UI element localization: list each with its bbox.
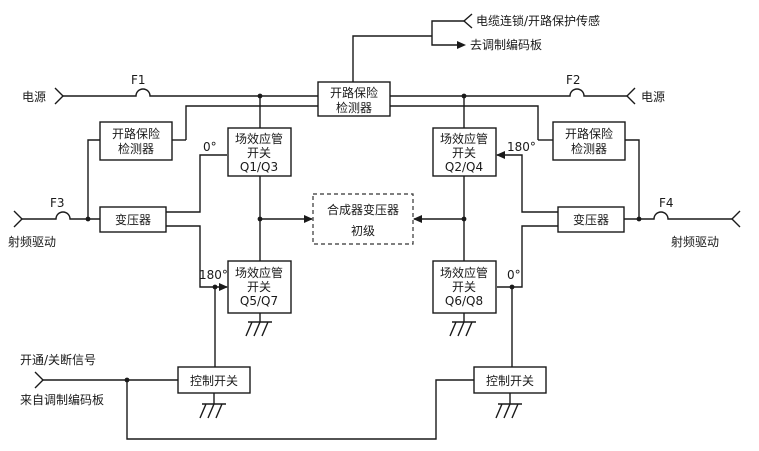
wire-rf-right (624, 211, 732, 220)
wire-detector-left-link (185, 105, 318, 140)
label-on-off-signal: 开通/关断信号 (20, 352, 96, 367)
transformer-left-label: 变压器 (115, 212, 151, 227)
arrow-to-modulator (457, 41, 466, 49)
control-switch-left: 控制开关 (177, 366, 251, 394)
open-detector-center-line2: 检测器 (336, 100, 372, 115)
combiner-line1: 合成器变压器 (327, 202, 399, 217)
wire-xfmr-right-top (497, 154, 558, 213)
combiner-line2: 初级 (351, 224, 375, 238)
open-detector-center-line1: 开路保险 (330, 85, 378, 100)
fet-q2q4-line2: 开关 (452, 146, 476, 160)
fet-q6q8-line2: 开关 (452, 280, 476, 294)
connector-onoff (34, 371, 44, 389)
fet-q2q4-line1: 场效应管 (440, 131, 488, 146)
fet-q1q3-line3: Q1/Q3 (240, 160, 278, 174)
label-phase-0-right: 0° (507, 268, 521, 282)
open-detector-center: 开路保险 检测器 (317, 81, 391, 117)
fet-q2q4-line3: Q2/Q4 (445, 160, 483, 174)
open-detector-left-line1: 开路保险 (112, 126, 160, 141)
arrow-into-combiner-right (413, 215, 422, 223)
connector-power-left (54, 87, 64, 105)
label-phase-0-left: 0° (203, 140, 217, 154)
wire-rf-left (22, 211, 100, 220)
control-switch-left-label: 控制开关 (190, 374, 238, 388)
label-fuse-f1: F1 (131, 73, 146, 87)
junction-ctrl-right (509, 284, 515, 290)
label-rf-drive-right: 射频驱动 (671, 234, 719, 249)
arrow-into-combiner-left (304, 215, 313, 223)
fet-switch-q5q7: 场效应管 开关 Q5/Q7 (227, 260, 292, 314)
wire-detector-right-link (390, 105, 539, 140)
label-fuse-f3: F3 (50, 196, 65, 210)
fet-q6q8-line1: 场效应管 (440, 265, 488, 280)
junction-rf-left (85, 216, 91, 222)
wire-xfmr-left-top (166, 154, 227, 213)
wire-onoff-loop (126, 379, 474, 440)
wire-rf-left-up (87, 139, 100, 219)
wire-power-right (390, 88, 628, 97)
label-rf-drive-left: 射频驱动 (8, 234, 56, 249)
wire-rf-right-up (624, 139, 640, 219)
fet-q1q3-line2: 开关 (247, 146, 271, 160)
label-power-left: 电源 (22, 90, 46, 104)
wire-xfmr-right-bottom (497, 225, 558, 288)
fet-switch-q2q4: 场效应管 开关 Q2/Q4 (432, 127, 497, 177)
transformer-right-label: 变压器 (573, 212, 609, 227)
combiner-transformer: 合成器变压器 初级 (312, 193, 414, 245)
control-switch-right-label: 控制开关 (486, 374, 534, 388)
open-detector-right: 开路保险 检测器 (552, 121, 626, 161)
ground-symbol-q5q7 (245, 321, 272, 337)
label-fuse-f4: F4 (659, 196, 674, 210)
fet-q1q3-line1: 场效应管 (235, 131, 283, 146)
connector-rf-right (731, 210, 741, 228)
open-detector-right-line2: 检测器 (571, 141, 607, 156)
fet-q5q7-line1: 场效应管 (235, 265, 283, 280)
connector-sensor-top (462, 13, 473, 29)
wire-power-left (62, 88, 318, 97)
transformer-right: 变压器 (557, 206, 625, 233)
junction-combiner-left (257, 216, 263, 222)
fet-q6q8-line3: Q6/Q8 (445, 294, 483, 308)
connector-power-right (626, 87, 636, 105)
wire-sensor (352, 35, 432, 82)
open-detector-right-line1: 开路保险 (565, 126, 613, 141)
label-cable-interlock: 电缆连锁/开路保护传感 (476, 13, 600, 28)
ground-symbol-q6q8 (449, 321, 476, 337)
open-detector-left-line2: 检测器 (118, 141, 154, 156)
label-fuse-f2: F2 (566, 73, 581, 87)
control-switch-right: 控制开关 (473, 366, 547, 394)
wire-sensor-branch-top (431, 20, 465, 36)
junction-ctrl-left (212, 284, 218, 290)
junction-onoff (124, 377, 130, 383)
label-from-modulator: 来自调制编码板 (20, 392, 104, 407)
fet-q5q7-line3: Q5/Q7 (240, 294, 278, 308)
ground-symbol-ctrl-left (199, 403, 226, 419)
ground-symbol-ctrl-right (495, 403, 522, 419)
junction-combiner-right (461, 216, 467, 222)
label-phase-180-left: 180° (199, 268, 228, 282)
open-detector-left: 开路保险 检测器 (99, 121, 173, 161)
wire-sensor-branch-bottom (431, 36, 458, 46)
junction-rf-right (636, 216, 642, 222)
junction-bus-left (257, 93, 263, 99)
fet-q5q7-line2: 开关 (247, 280, 271, 294)
junction-bus-right (461, 93, 467, 99)
label-to-modulator: 去调制编码板 (470, 37, 542, 52)
label-power-right: 电源 (641, 90, 665, 104)
arrow-q2q4-180 (496, 151, 505, 159)
fet-switch-q1q3: 场效应管 开关 Q1/Q3 (227, 127, 292, 177)
label-phase-180-right: 180° (507, 140, 536, 154)
transformer-left: 变压器 (99, 206, 167, 233)
connector-rf-left (13, 210, 23, 228)
fet-switch-q6q8: 场效应管 开关 Q6/Q8 (432, 260, 497, 314)
arrow-q5q7-180 (219, 283, 228, 291)
